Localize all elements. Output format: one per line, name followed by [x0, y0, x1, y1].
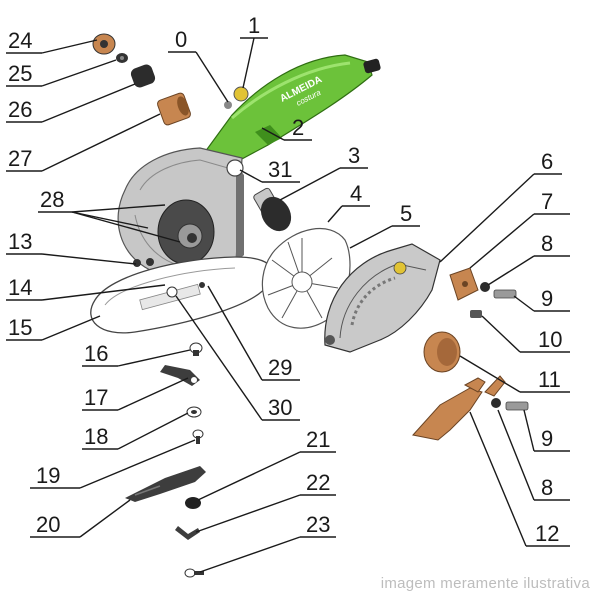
label-9b: 9 — [541, 426, 553, 451]
label-28: 28 — [40, 187, 64, 212]
label-16: 16 — [84, 341, 108, 366]
label-15: 15 — [8, 315, 32, 340]
part-26-cap — [130, 64, 156, 88]
label-8b: 8 — [541, 475, 553, 500]
label-1: 1 — [248, 13, 260, 38]
label-7: 7 — [541, 189, 553, 214]
label-9a: 9 — [541, 286, 553, 311]
part-23-pin — [184, 568, 204, 578]
label-27: 27 — [8, 146, 32, 171]
part-27-bearing — [157, 92, 191, 126]
label-17: 17 — [84, 385, 108, 410]
part-16-screw — [189, 342, 203, 356]
part-number-labels: 24 25 26 27 0 1 2 31 3 4 5 6 7 8 9 10 11… — [8, 13, 562, 546]
label-8a: 8 — [541, 231, 553, 256]
label-24: 24 — [8, 28, 32, 53]
label-22: 22 — [306, 470, 330, 495]
part-10-screw — [470, 310, 482, 318]
label-23: 23 — [306, 512, 330, 537]
part-12-lever — [412, 375, 506, 441]
part-19-pin — [192, 429, 204, 444]
label-0: 0 — [175, 27, 187, 52]
part-13-screw — [133, 259, 141, 267]
label-2: 2 — [292, 115, 304, 140]
motor-housing — [117, 147, 244, 281]
label-19: 19 — [36, 463, 60, 488]
label-6: 6 — [541, 149, 553, 174]
part-5-guard — [324, 243, 441, 353]
part-21-disk — [185, 497, 201, 509]
part-9b-bolt — [505, 401, 529, 411]
label-30: 30 — [268, 395, 292, 420]
part-13b-screw — [146, 258, 154, 266]
label-18: 18 — [84, 424, 108, 449]
label-26: 26 — [8, 97, 32, 122]
part-24-ring — [92, 33, 116, 55]
watermark-text: imagem meramente ilustrativa — [380, 575, 590, 592]
part-3-shaft — [253, 187, 292, 232]
label-4: 4 — [350, 181, 362, 206]
label-21: 21 — [306, 427, 330, 452]
motor-handle: ALMEIDA costura — [203, 54, 381, 161]
label-14: 14 — [8, 275, 32, 300]
label-29: 29 — [268, 355, 292, 380]
part-15-base-plate — [90, 256, 273, 334]
label-10: 10 — [538, 327, 562, 352]
part-7-bracket — [449, 267, 479, 301]
label-20: 20 — [36, 512, 60, 537]
part-22-clip — [175, 526, 200, 540]
part-9a-bolt — [493, 289, 517, 299]
label-12: 12 — [535, 521, 559, 546]
label-31: 31 — [268, 157, 292, 182]
label-11: 11 — [538, 367, 561, 392]
label-5: 5 — [400, 201, 412, 226]
label-25: 25 — [8, 61, 32, 86]
part-18-washer — [186, 406, 202, 418]
part-25-bushing — [116, 53, 128, 63]
leader-lines — [6, 37, 570, 573]
part-20-arm — [125, 466, 206, 502]
part-17-link — [160, 365, 200, 386]
part-11-disk — [423, 331, 461, 373]
part-8b-nut — [491, 398, 501, 408]
label-3: 3 — [348, 143, 360, 168]
part-8a-nut — [480, 282, 490, 292]
label-13: 13 — [8, 229, 32, 254]
part-4-blade — [261, 227, 351, 329]
